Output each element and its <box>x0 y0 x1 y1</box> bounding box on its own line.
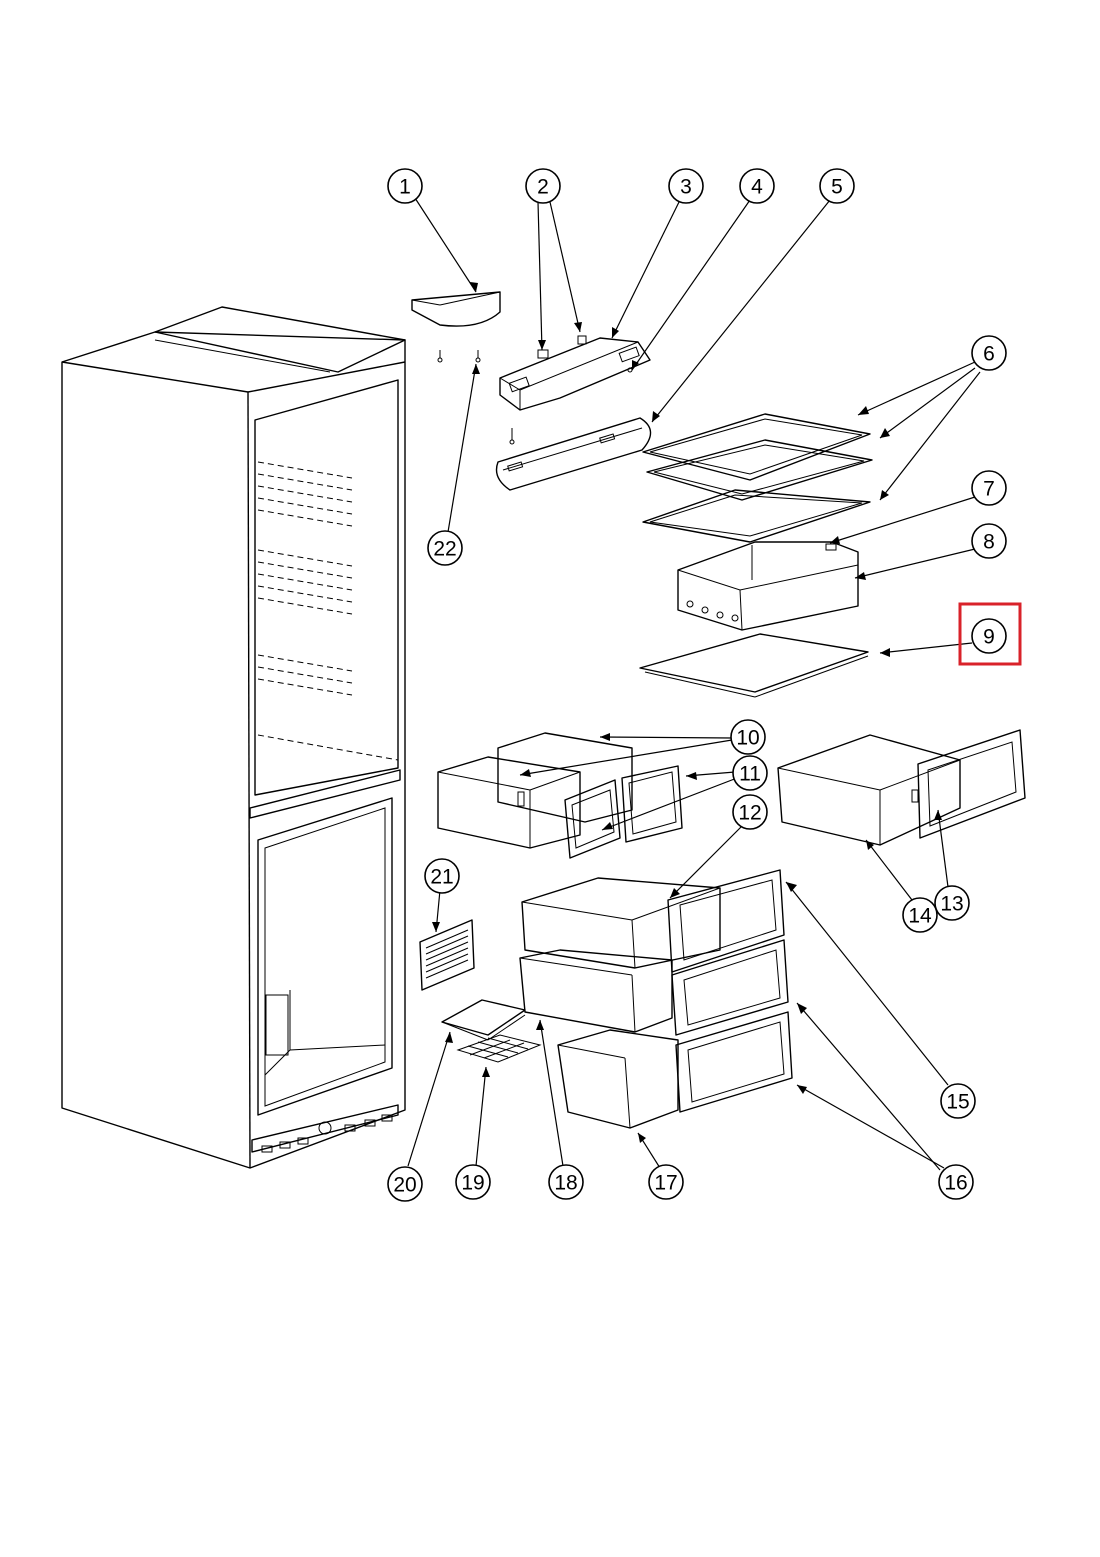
callout-21[interactable]: 21 <box>424 858 460 894</box>
part-17-freezer-drawer-bottom <box>557 1029 679 1129</box>
callout-18[interactable]: 18 <box>548 1164 584 1200</box>
callout-label: 8 <box>983 531 995 554</box>
callout-label: 4 <box>751 176 763 199</box>
callout-3[interactable]: 3 <box>668 168 704 204</box>
callout-label: 9 <box>983 626 995 649</box>
callout-5[interactable]: 5 <box>819 168 855 204</box>
callout-16[interactable]: 16 <box>938 1164 974 1200</box>
callout-13[interactable]: 13 <box>934 885 970 921</box>
part-10-small-drawers <box>437 732 633 849</box>
part-13-large-drawer-front <box>917 729 1026 839</box>
callout-label: 12 <box>738 802 761 825</box>
callout-12[interactable]: 12 <box>732 794 768 830</box>
part-11-drawer-fronts <box>564 765 683 859</box>
callout-label: 15 <box>946 1091 969 1114</box>
callout-label: 21 <box>430 866 453 889</box>
callout-9[interactable]: 9 <box>971 618 1007 654</box>
part-19-ice-cube-tray <box>456 1034 542 1063</box>
callout-label: 2 <box>537 176 549 199</box>
callout-label: 3 <box>680 176 692 199</box>
callout-label: 10 <box>736 727 759 750</box>
callout-label: 17 <box>654 1172 677 1195</box>
part-6-glass-shelves <box>642 413 873 543</box>
callout-2[interactable]: 2 <box>525 168 561 204</box>
part-9-crisper-cover <box>639 633 869 698</box>
callout-6[interactable]: 6 <box>971 335 1007 371</box>
part-1-lamp-cover <box>411 291 501 363</box>
part-8-dairy-compartment <box>677 541 859 631</box>
part-15-16-freezer-drawer-fronts <box>667 869 793 1113</box>
callout-label: 11 <box>739 763 761 786</box>
callout-label: 19 <box>461 1172 484 1195</box>
callout-15[interactable]: 15 <box>940 1083 976 1119</box>
callout-label: 1 <box>399 176 411 199</box>
part-21-vent-grille <box>419 919 475 991</box>
part-3-control-housing <box>499 335 651 445</box>
part-20-ice-tray-lid <box>441 999 526 1041</box>
callout-20[interactable]: 20 <box>387 1166 423 1202</box>
callout-label: 6 <box>983 343 995 366</box>
refrigerator-cabinet <box>61 306 406 1169</box>
callout-label: 5 <box>831 176 843 199</box>
callouts: 1 2 3 4 5 6 7 8 <box>387 168 1007 1202</box>
leader-lines <box>407 197 981 1171</box>
callout-10[interactable]: 10 <box>730 719 766 755</box>
callout-label: 14 <box>908 905 932 928</box>
callout-17[interactable]: 17 <box>648 1164 684 1200</box>
callout-4[interactable]: 4 <box>739 168 775 204</box>
part-14-large-drawer <box>777 734 961 846</box>
callout-label: 22 <box>433 538 456 561</box>
callout-label: 7 <box>983 478 995 501</box>
leader-arrowheads <box>432 282 942 1143</box>
callout-1[interactable]: 1 <box>387 168 423 204</box>
part-5-lamp-diffuser <box>495 417 652 491</box>
callout-label: 13 <box>940 893 963 916</box>
part-12-freezer-drawer-top <box>521 877 721 969</box>
callout-label: 20 <box>393 1174 416 1197</box>
callout-label: 18 <box>554 1172 577 1195</box>
highlight-box <box>958 602 1022 666</box>
callout-22[interactable]: 22 <box>427 530 463 566</box>
callout-11[interactable]: 11 <box>732 755 768 791</box>
callout-label: 16 <box>944 1172 967 1195</box>
part-18-freezer-drawer-middle <box>519 949 673 1033</box>
callout-8[interactable]: 8 <box>971 523 1007 559</box>
callout-7[interactable]: 7 <box>971 470 1007 506</box>
callout-14[interactable]: 14 <box>902 897 938 933</box>
callout-19[interactable]: 19 <box>455 1164 491 1200</box>
